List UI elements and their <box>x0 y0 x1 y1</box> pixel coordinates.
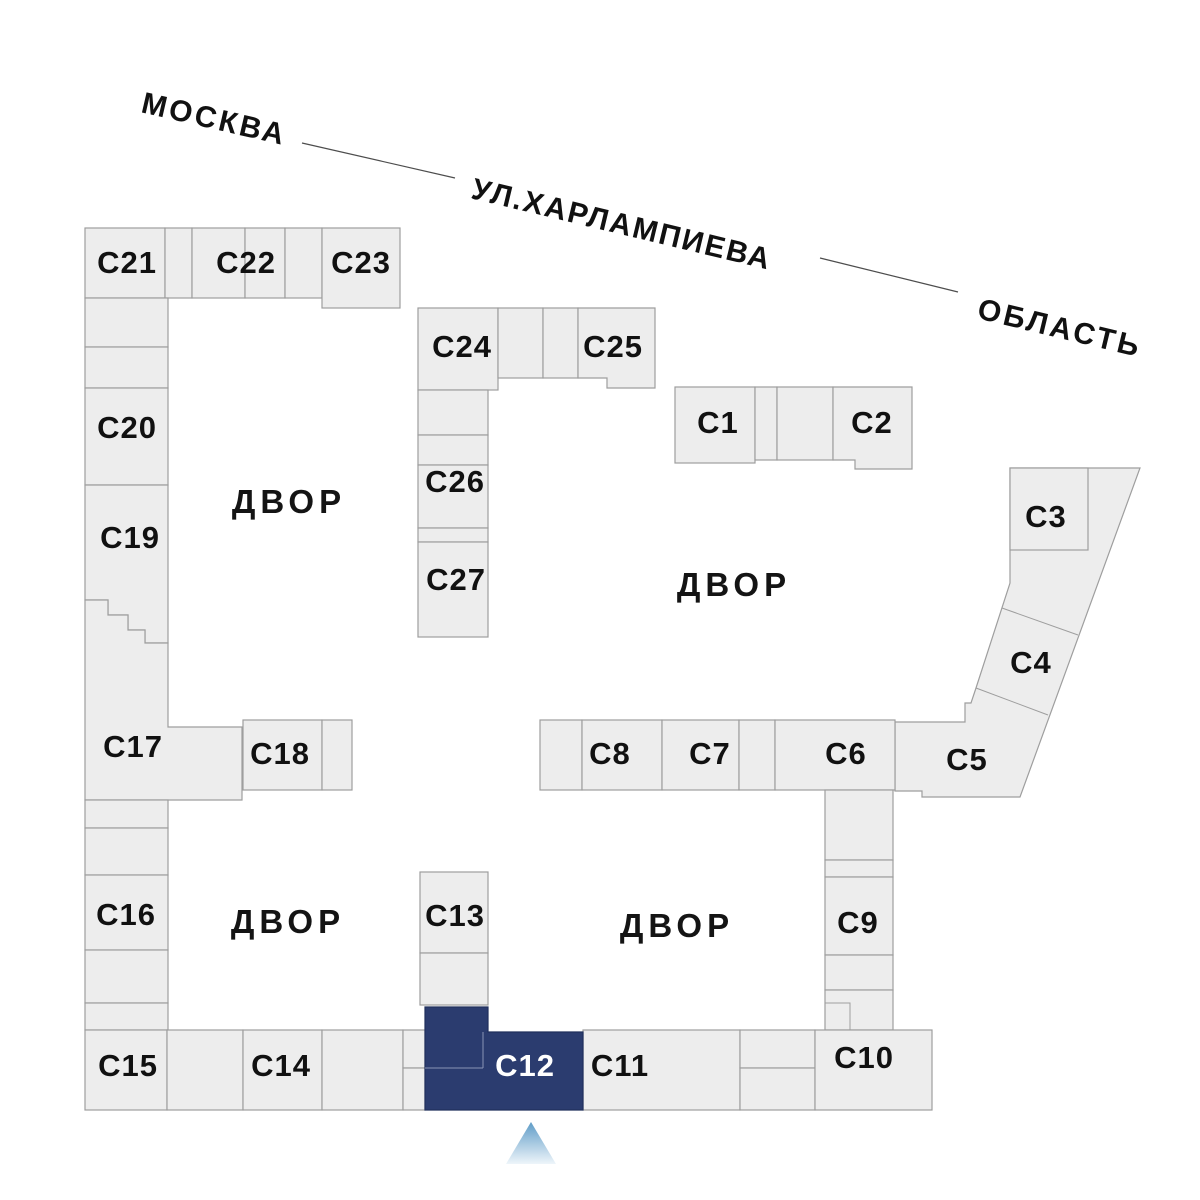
building-c2[interactable] <box>832 386 913 470</box>
building-segment <box>417 434 489 466</box>
building-segment <box>417 389 489 436</box>
building-c11-label: С11 <box>591 1048 649 1083</box>
building-c1-label: С1 <box>697 405 739 440</box>
building-c9[interactable] <box>824 876 894 956</box>
building-segment <box>824 989 894 1031</box>
building-c21[interactable] <box>84 227 166 299</box>
building-c12-label: С12 <box>495 1048 555 1083</box>
building-segment <box>824 859 894 878</box>
building-c21-label: С21 <box>97 245 157 280</box>
courtyard-labels: ДВОР ДВОР ДВОР ДВОР <box>231 483 791 944</box>
building-c24-label: С24 <box>432 329 492 364</box>
building-c14[interactable] <box>242 1029 323 1111</box>
building-segment <box>739 1067 816 1111</box>
building-segment <box>321 719 353 791</box>
building-segment <box>542 307 579 379</box>
building-c13[interactable] <box>419 871 489 954</box>
building-segment <box>166 1029 244 1111</box>
building-c18[interactable] <box>242 719 323 791</box>
building-segment <box>739 1029 816 1069</box>
building-c17-label: С17 <box>103 729 163 764</box>
building-segment <box>824 789 894 861</box>
courtyard-label-southwest: ДВОР <box>231 903 345 940</box>
building-c10-label: С10 <box>834 1040 894 1075</box>
building-labels: С21 С22 С23 С20 С19 С17 С18 С16 С15 С14 … <box>96 245 1067 1083</box>
building-c4-label: С4 <box>1010 645 1052 680</box>
building-c10[interactable] <box>814 1029 933 1111</box>
building-segment <box>417 527 489 543</box>
building-c18-label: С18 <box>250 736 310 771</box>
street-axis-line <box>301 142 456 179</box>
building-c6-label: С6 <box>825 736 867 771</box>
street-label-moscow: МОСКВА <box>138 87 290 152</box>
building-segment <box>539 719 583 791</box>
building-c8-label: С8 <box>589 736 631 771</box>
division-line <box>975 687 1049 716</box>
building-segment <box>754 386 778 461</box>
courtyard-label-northeast: ДВОР <box>677 566 791 603</box>
building-c25[interactable] <box>577 307 656 389</box>
building-segment <box>824 954 894 991</box>
building-segment <box>402 1029 426 1069</box>
building-c22-label: С22 <box>216 245 276 280</box>
building-segment <box>738 719 776 791</box>
building-c9-label: С9 <box>837 905 879 940</box>
building-c2-label: С2 <box>851 405 893 440</box>
building-c20-label: С20 <box>97 410 157 445</box>
building-c16[interactable] <box>84 874 169 951</box>
building-segment <box>84 297 169 348</box>
building-segment <box>497 307 544 379</box>
building-segment <box>776 386 834 461</box>
building-c24[interactable] <box>417 307 499 391</box>
building-segment <box>84 827 169 876</box>
building-c15-label: С15 <box>98 1048 158 1083</box>
building-c26-label: С26 <box>425 464 485 499</box>
building-c14-label: С14 <box>251 1048 311 1083</box>
building-c23-label: С23 <box>331 245 391 280</box>
building-segment <box>321 1029 404 1111</box>
courtyard-label-northwest: ДВОР <box>232 483 346 520</box>
division-line <box>1001 607 1079 636</box>
building-segment <box>84 799 169 829</box>
building-c23[interactable] <box>321 227 401 309</box>
building-c7[interactable] <box>661 719 740 791</box>
street-label-oblast: ОБЛАСТЬ <box>974 293 1145 364</box>
building-c26[interactable] <box>417 464 489 529</box>
courtyard-label-southeast: ДВОР <box>620 907 734 944</box>
building-segment <box>164 227 193 299</box>
building-c6[interactable] <box>774 719 896 791</box>
building-c11[interactable] <box>582 1029 741 1111</box>
building-segment <box>84 1002 169 1031</box>
building-segment <box>84 949 169 1004</box>
building-c19-label: С19 <box>100 520 160 555</box>
building-c13-label: С13 <box>425 898 485 933</box>
building-segment <box>402 1067 426 1111</box>
division-line <box>825 1002 851 1030</box>
building-c25-label: С25 <box>583 329 643 364</box>
building-c3-label: С3 <box>1025 499 1067 534</box>
building-c5-label: С5 <box>946 742 988 777</box>
selected-building-pointer-icon <box>506 1122 556 1164</box>
division-line <box>425 1032 484 1069</box>
building-segment <box>84 346 169 389</box>
building-segment <box>284 227 323 299</box>
street-axis-line <box>819 257 959 293</box>
building-c3[interactable] <box>1009 467 1089 551</box>
building-segment <box>419 952 489 1006</box>
building-c12-selected[interactable] <box>424 1006 584 1111</box>
building-c17[interactable] <box>84 599 243 801</box>
building-c27-label: С27 <box>426 562 486 597</box>
buildings-layer <box>84 227 1141 1111</box>
building-c16-label: С16 <box>96 897 156 932</box>
building-c27[interactable] <box>417 541 489 638</box>
building-c8[interactable] <box>581 719 663 791</box>
building-c22[interactable] <box>191 227 246 299</box>
street-label-kharlampieva: УЛ.ХАРЛАМПИЕВА <box>468 173 775 277</box>
building-c7-label: С7 <box>689 736 731 771</box>
